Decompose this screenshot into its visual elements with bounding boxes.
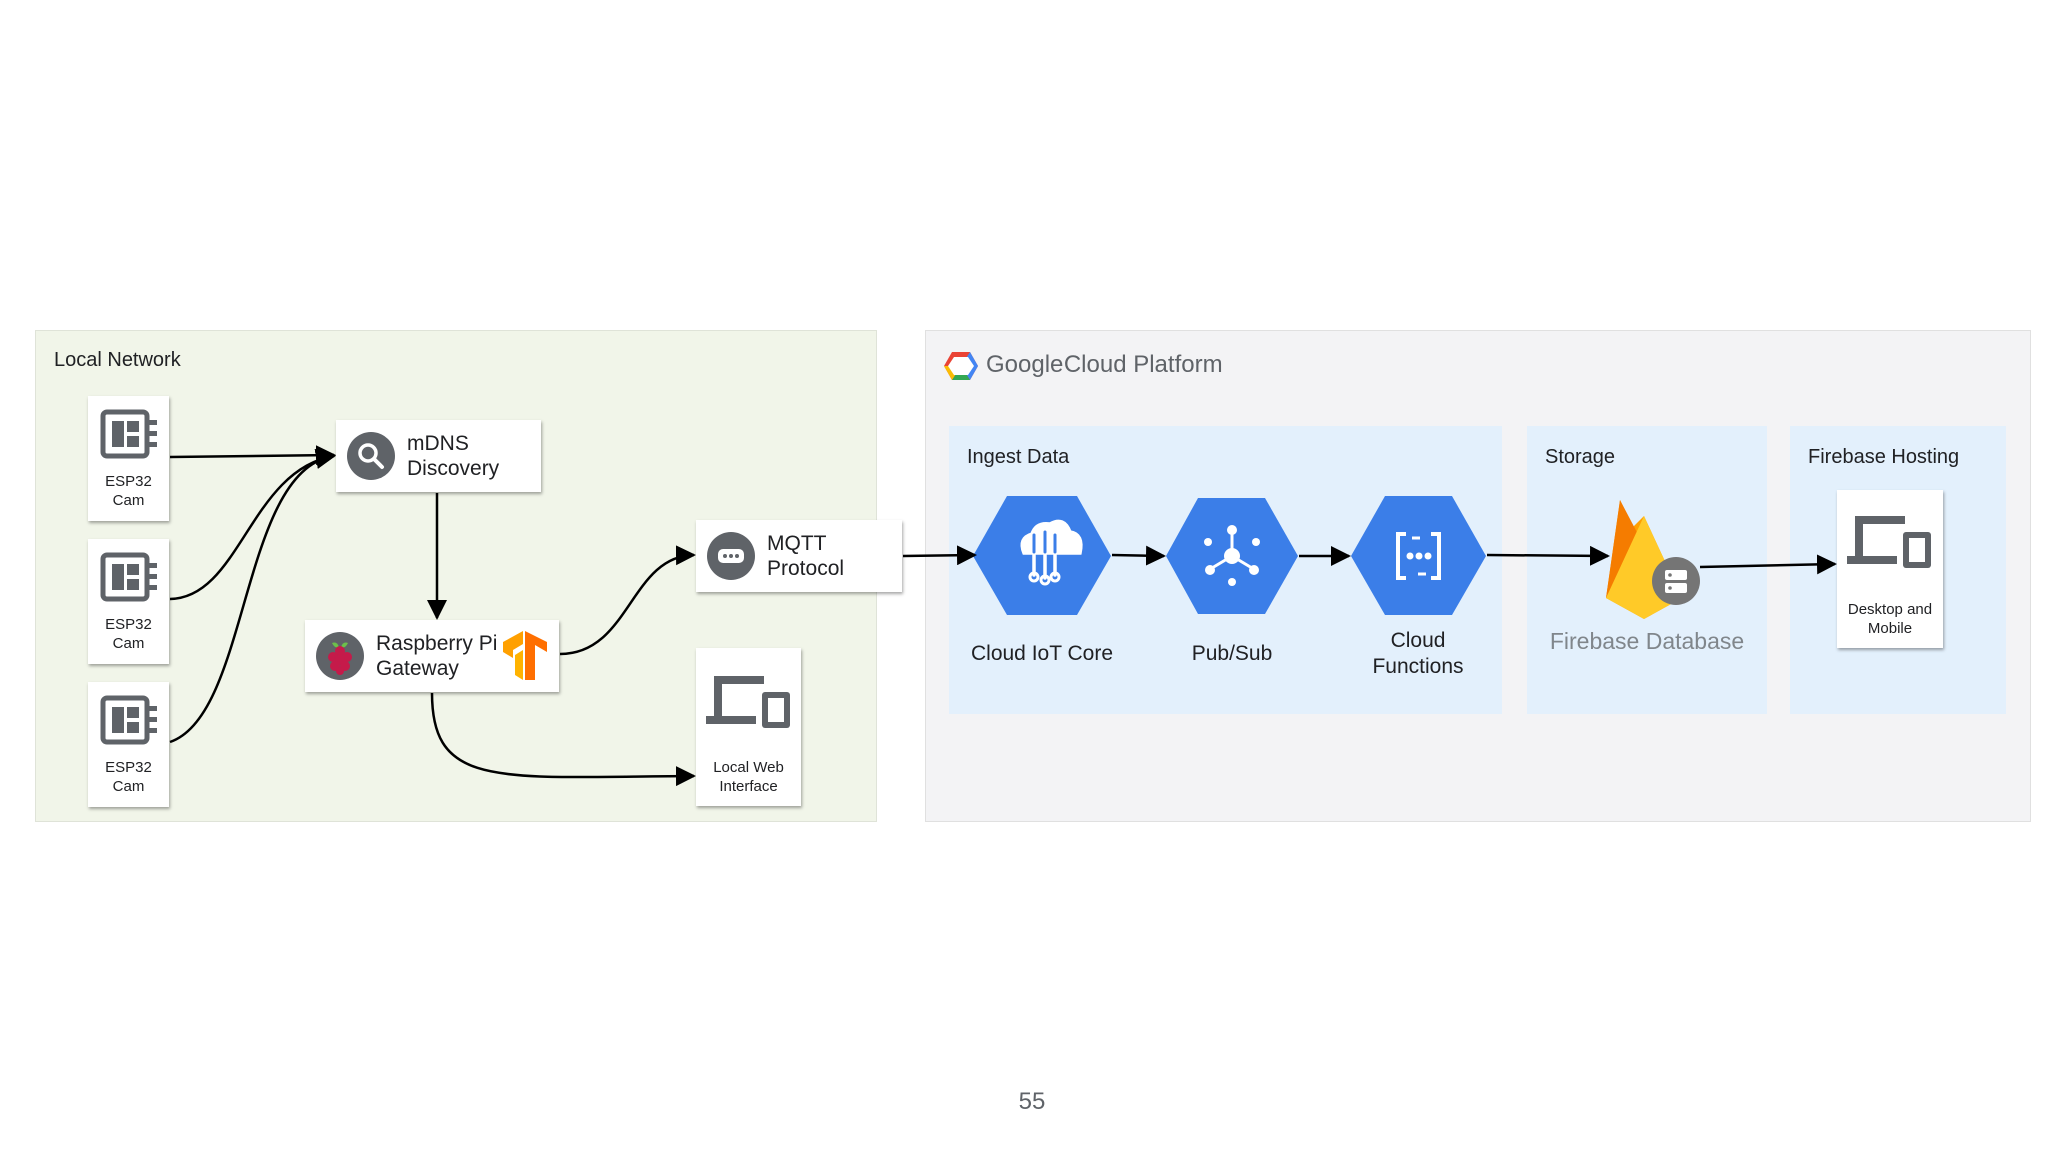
- storage-section: Storage: [1527, 426, 1767, 714]
- mdns-sublabel: Discovery: [407, 457, 500, 480]
- esp32-cam-3: ESP32 Cam: [88, 682, 169, 807]
- mqtt-protocol-node: MQTT Protocol: [696, 520, 902, 592]
- mdns-discovery-node: mDNS Discovery: [336, 420, 541, 492]
- client-label: Desktop and: [1847, 601, 1933, 618]
- gcp-brand: Google Cloud Platform: [986, 351, 1223, 379]
- esp32-cam-sublabel: Cam: [112, 492, 145, 509]
- raspberry-pi-icon: [316, 632, 364, 680]
- firebase-hosting-title: Firebase Hosting: [1808, 446, 1960, 468]
- gcp-brand-rest: Cloud Platform: [1063, 351, 1223, 378]
- message-icon: [707, 532, 755, 580]
- gcp-brand-google: Google: [986, 351, 1064, 378]
- mqtt-label: MQTT: [767, 532, 827, 555]
- storage-title: Storage: [1545, 446, 1616, 468]
- esp32-cam-sublabel: Cam: [112, 778, 145, 795]
- page-number: 55: [1018, 1088, 1046, 1115]
- devices-icon: [1847, 516, 1931, 568]
- local-network-title: Local Network: [54, 349, 181, 371]
- esp32-cam-1: ESP32 Cam: [88, 396, 169, 521]
- mdns-label: mDNS: [407, 432, 469, 455]
- cloud-iot-core-label: Cloud IoT Core: [970, 642, 1114, 665]
- client-sublabel: Mobile: [1867, 620, 1913, 637]
- tensorflow-icon: [503, 631, 547, 680]
- esp32-cam-2: ESP32 Cam: [88, 539, 169, 664]
- chip-icon: [100, 409, 157, 459]
- gateway-sublabel: Gateway: [376, 657, 459, 680]
- firebase-database-label: Firebase Database: [1549, 628, 1745, 654]
- search-icon: [347, 432, 395, 480]
- esp32-cam-sublabel: Cam: [112, 635, 145, 652]
- esp32-cam-label: ESP32: [105, 473, 152, 490]
- cloud-functions-sublabel: Functions: [1372, 655, 1464, 678]
- local-web-sublabel: Interface: [719, 778, 778, 795]
- esp32-cam-label: ESP32: [105, 616, 152, 633]
- raspberry-pi-gateway-node: Raspberry Pi Gateway: [305, 620, 559, 692]
- cloud-functions-label: Cloud: [1390, 629, 1446, 652]
- gcp-logo-icon: [944, 352, 978, 380]
- chip-icon: [100, 552, 157, 602]
- esp32-cam-label: ESP32: [105, 759, 152, 776]
- local-web-interface-node: Local Web Interface: [696, 648, 801, 806]
- devices-icon: [706, 676, 790, 728]
- pubsub-label: Pub/Sub: [1191, 642, 1273, 665]
- local-web-label: Local Web: [713, 759, 784, 776]
- ingest-data-title: Ingest Data: [967, 446, 1070, 468]
- mqtt-sublabel: Protocol: [767, 557, 845, 580]
- gateway-label: Raspberry Pi: [376, 632, 498, 655]
- desktop-mobile-client: Desktop and Mobile: [1837, 490, 1943, 648]
- chip-icon: [100, 695, 157, 745]
